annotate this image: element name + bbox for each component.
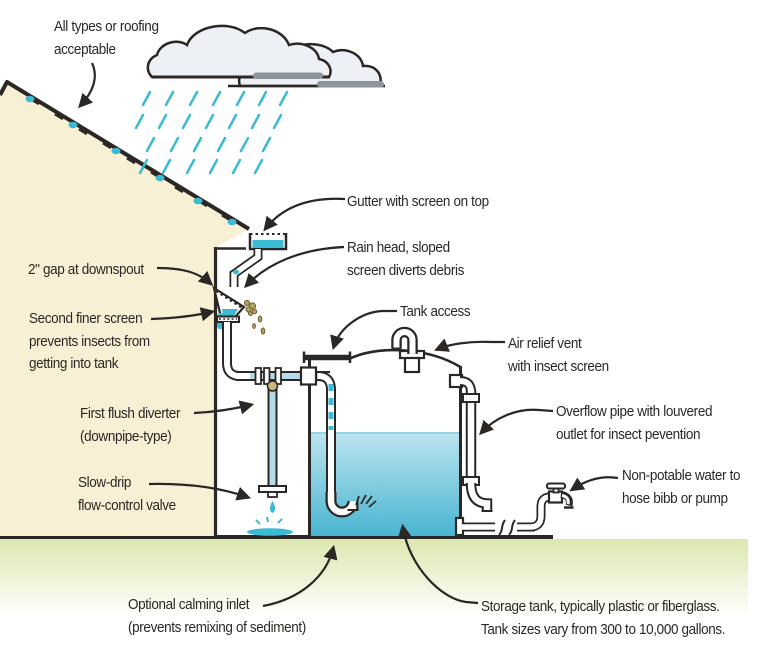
downspout [229, 249, 263, 287]
label-calming-inlet-line1: Optional calming inlet [128, 596, 250, 613]
drip [269, 501, 276, 513]
label-storage-tank: Storage tank, typically plastic or fiber… [481, 596, 726, 641]
label-second-screen-line2: prevents insects from [29, 332, 150, 350]
label-air-vent-line1: Air relief vent [508, 335, 582, 352]
arrow-rain-head [244, 245, 345, 289]
leader-arrows [78, 62, 619, 608]
puddle [247, 528, 293, 536]
arrow-gap [156, 266, 214, 286]
debris [243, 299, 266, 335]
label-roof-line1: All types or roofing [54, 18, 159, 35]
downspout-lower [222, 322, 241, 381]
inlet-pipe [236, 366, 336, 391]
label-first-flush-line1: First flush diverter [80, 405, 181, 422]
rain [134, 90, 289, 175]
arrow-roof [78, 62, 96, 109]
label-gutter: Gutter with screen on top [347, 191, 489, 214]
label-gutter-line1: Gutter with screen on top [347, 193, 489, 210]
label-air-vent-line2: with insect screen [508, 357, 609, 375]
label-roof-line2: acceptable [54, 40, 116, 58]
label-storage-tank-line1: Storage tank, typically plastic or fiber… [481, 598, 720, 615]
label-slow-drip-line1: Slow-drip [78, 474, 132, 491]
label-slow-drip: Slow-drip flow-control valve [78, 472, 176, 517]
label-slow-drip-line2: flow-control valve [78, 496, 176, 514]
tank-access-hatch [302, 351, 352, 363]
label-non-potable: Non-potable water to hose bibb or pump [622, 465, 740, 510]
splash-marks [255, 516, 283, 525]
hose-bibb [546, 482, 574, 509]
label-second-screen-line1: Second finer screen [29, 310, 143, 327]
arrow-air-vent [434, 338, 505, 352]
label-overflow-line1: Overflow pipe with louvered [556, 403, 713, 420]
label-tank-access: Tank access [400, 301, 471, 324]
label-first-flush: First flush diverter (downpipe-type) [80, 403, 180, 448]
arrow-overflow [479, 408, 554, 436]
label-air-vent: Air relief vent with insect screen [508, 333, 609, 378]
arrow-non-potable [569, 476, 619, 492]
air-relief-vent [391, 326, 426, 374]
label-rain-head-line2: screen diverts debris [347, 261, 464, 279]
rain-cloud [146, 24, 385, 88]
arrow-first-flush [193, 400, 255, 415]
label-non-potable-line2: hose bibb or pump [622, 489, 728, 507]
gutter [248, 233, 288, 251]
float-ball [266, 380, 279, 392]
label-second-screen: Second finer screen prevents insects fro… [29, 308, 150, 376]
label-roof: All types or roofing acceptable [54, 16, 159, 61]
first-flush-diverter [247, 367, 293, 536]
roof-water-drops [25, 95, 237, 226]
ground [0, 535, 748, 617]
arrow-slow-drip [148, 482, 252, 501]
slow-drip-valve [258, 485, 287, 513]
arrow-tank-access [330, 309, 397, 351]
label-rain-head: Rain head, sloped screen diverts debris [347, 237, 464, 282]
arrow-calming [262, 544, 338, 608]
label-downspout-gap-line1: 2" gap at downspout [28, 261, 144, 278]
label-non-potable-line1: Non-potable water to [622, 467, 741, 484]
label-rain-head-line1: Rain head, sloped [347, 239, 450, 256]
outlet-pipe [454, 482, 574, 537]
house [0, 80, 251, 536]
arrow-second-screen [150, 307, 216, 322]
label-second-screen-line3: getting into tank [29, 355, 119, 372]
label-tank-access-line1: Tank access [400, 303, 471, 320]
label-overflow: Overflow pipe with louvered outlet for i… [556, 401, 712, 446]
second-screen [216, 315, 240, 323]
label-first-flush-line2: (downpipe-type) [80, 427, 172, 445]
arrow-gutter [263, 197, 346, 232]
tank-wall-flange [299, 366, 318, 386]
label-downspout-gap: 2" gap at downspout [28, 259, 144, 282]
label-calming-inlet: Optional calming inlet (prevents remixin… [128, 594, 306, 639]
flow-marks [355, 494, 377, 508]
label-storage-tank-line2: Tank sizes vary from 300 to 10,000 gallo… [481, 620, 726, 638]
calming-inlet-pipe [325, 384, 377, 518]
label-overflow-line2: outlet for insect pevention [556, 425, 701, 443]
label-calming-inlet-line2: (prevents remixing of sediment) [128, 618, 306, 636]
overflow-pipe [448, 373, 493, 512]
arrow-storage [397, 523, 479, 605]
